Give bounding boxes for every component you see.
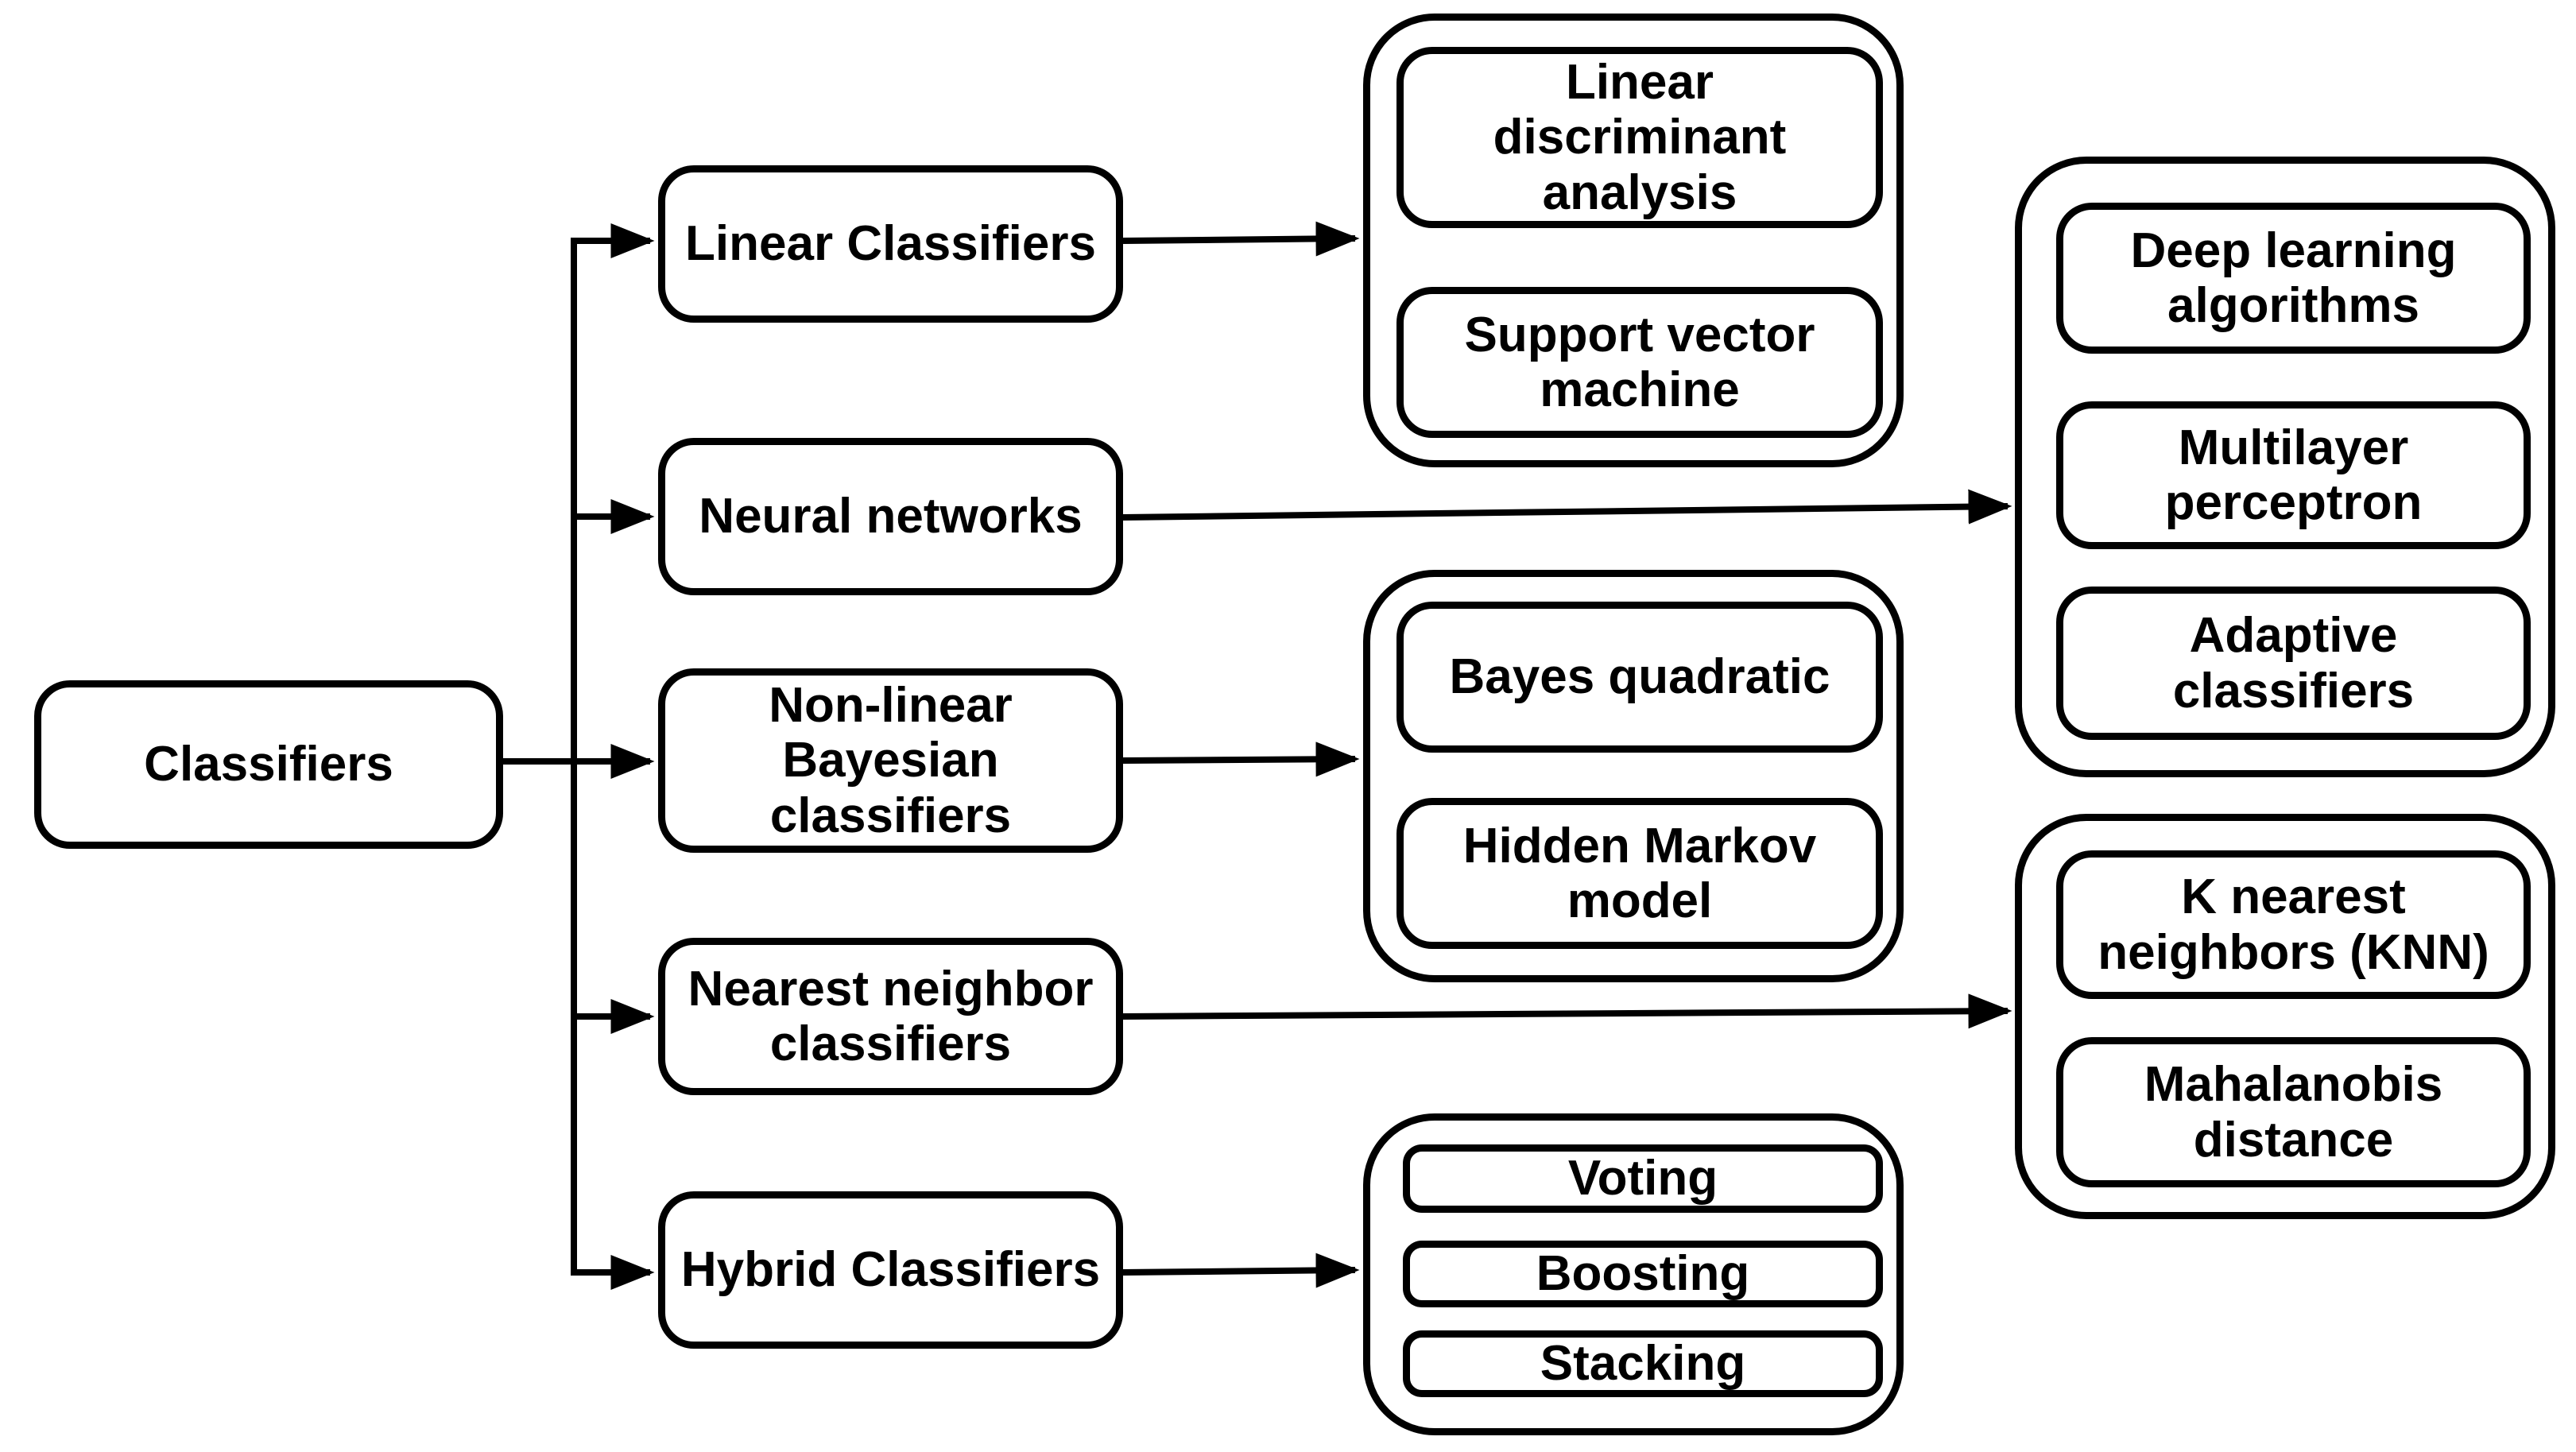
leaf-adaptive-classifiers-label: Adaptive classifiers [2172,608,2415,718]
node-neural-networks-label: Neural networks [699,489,1083,544]
arrow-hybrid-classifiers-to-children [1122,1253,1360,1288]
arrow-nearest-neighbor-to-children [1122,993,2012,1029]
leaf-linear-discriminant-analysis: Linear discriminant analysis [1396,47,1883,228]
group-neural-networks-children: Deep learning algorithms Multilayer perc… [2015,157,2555,777]
group-nonlinear-bayesian-children: Bayes quadratic Hidden Markov model [1363,570,1904,982]
node-neural-networks: Neural networks [658,438,1123,595]
arrow-linear-classifiers-to-children [1122,221,1360,257]
leaf-hidden-markov-model-label: Hidden Markov model [1462,818,1817,928]
leaf-stacking-label: Stacking [1540,1336,1746,1392]
node-nearest-neighbor-classifiers: Nearest neighbor classifiers [658,938,1123,1095]
leaf-k-nearest-neighbors-label: K nearest neighbors (KNN) [2098,869,2489,980]
leaf-boosting: Boosting [1403,1241,1883,1307]
leaf-k-nearest-neighbors: K nearest neighbors (KNN) [2056,850,2531,999]
leaf-deep-learning-algorithms-label: Deep learning algorithms [2130,223,2457,333]
arrow-nonlinear-bayesian-to-children [1122,741,1360,777]
leaf-boosting-label: Boosting [1536,1246,1750,1302]
leaf-voting-label: Voting [1567,1151,1718,1206]
leaf-voting: Voting [1403,1144,1883,1213]
node-hybrid-classifiers-label: Hybrid Classifiers [680,1242,1101,1298]
arrow-neural-networks-to-children [1122,489,2012,525]
node-linear-classifiers-label: Linear Classifiers [685,216,1096,272]
leaf-deep-learning-algorithms: Deep learning algorithms [2056,203,2531,354]
node-linear-classifiers: Linear Classifiers [658,165,1123,323]
node-classifiers: Classifiers [34,680,503,849]
leaf-mahalanobis-distance: Mahalanobis distance [2056,1037,2531,1187]
node-hybrid-classifiers: Hybrid Classifiers [658,1191,1123,1349]
node-nearest-neighbor-classifiers-label: Nearest neighbor classifiers [688,961,1094,1071]
leaf-bayes-quadratic-label: Bayes quadratic [1449,649,1830,705]
leaf-linear-discriminant-analysis-label: Linear discriminant analysis [1493,54,1787,220]
node-nonlinear-bayesian-classifiers: Non-linear Bayesian classifiers [658,668,1123,853]
leaf-stacking: Stacking [1403,1330,1883,1397]
node-nonlinear-bayesian-classifiers-label: Non-linear Bayesian classifiers [769,677,1013,843]
group-linear-classifiers-children: Linear discriminant analysis Support vec… [1363,14,1904,467]
leaf-adaptive-classifiers: Adaptive classifiers [2056,587,2531,740]
group-nearest-neighbor-children: K nearest neighbors (KNN) Mahalanobis di… [2015,814,2555,1219]
leaf-multilayer-perceptron: Multilayer perceptron [2056,401,2531,549]
leaf-hidden-markov-model: Hidden Markov model [1396,798,1883,949]
node-classifiers-label: Classifiers [144,737,393,792]
leaf-bayes-quadratic: Bayes quadratic [1396,602,1883,753]
leaf-support-vector-machine: Support vector machine [1396,287,1883,438]
group-hybrid-classifiers-children: Voting Boosting Stacking [1363,1113,1904,1435]
leaf-support-vector-machine-label: Support vector machine [1464,307,1815,417]
leaf-multilayer-perceptron-label: Multilayer perceptron [2164,420,2423,530]
leaf-mahalanobis-distance-label: Mahalanobis distance [2144,1057,2443,1167]
